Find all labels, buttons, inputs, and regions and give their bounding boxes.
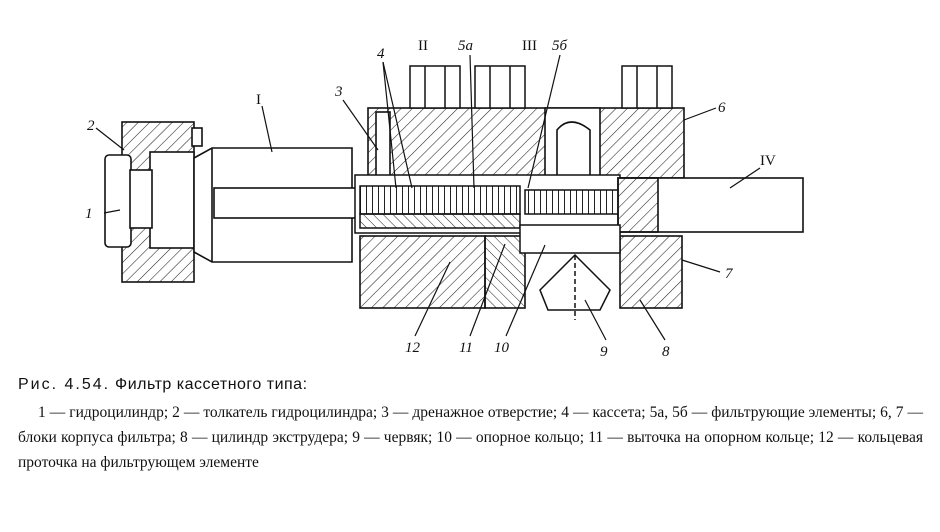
label-roman-IV: IV bbox=[760, 153, 776, 169]
support-ring bbox=[519, 224, 621, 254]
hydrocylinder-body bbox=[193, 147, 360, 263]
caption-title-line: Рис. 4.54. Фильтр кассетного типа: bbox=[18, 376, 923, 394]
label-1: 1 bbox=[85, 206, 93, 222]
filter-body-block-7 bbox=[359, 235, 683, 309]
label-10: 10 bbox=[494, 340, 510, 356]
label-6: 6 bbox=[718, 100, 726, 116]
rod-IV bbox=[617, 177, 804, 233]
bolts bbox=[409, 65, 673, 109]
screw-9 bbox=[539, 253, 611, 320]
figure-caption: Рис. 4.54. Фильтр кассетного типа: 1 — г… bbox=[18, 376, 923, 475]
label-roman-III: III bbox=[522, 38, 537, 54]
filter-body-block-6 bbox=[367, 107, 685, 179]
caption-prefix: Рис. 4.54. bbox=[18, 376, 111, 393]
label-5b: 5б bbox=[552, 38, 568, 54]
hydrocylinder-head bbox=[104, 121, 203, 283]
caption-title: Фильтр кассетного типа: bbox=[115, 376, 308, 393]
label-8: 8 bbox=[662, 344, 670, 360]
label-7: 7 bbox=[725, 266, 734, 282]
label-5a: 5а bbox=[458, 38, 473, 54]
label-roman-II: II bbox=[418, 38, 428, 54]
caption-body: 1 — гидроцилиндр; 2 — толкатель гидроцил… bbox=[18, 404, 923, 471]
label-11: 11 bbox=[459, 340, 473, 356]
label-12: 12 bbox=[405, 340, 421, 356]
cassette bbox=[354, 174, 621, 234]
label-roman-I: I bbox=[256, 92, 261, 108]
label-3: 3 bbox=[334, 84, 343, 100]
label-4: 4 bbox=[377, 46, 385, 62]
leader-lines bbox=[95, 54, 761, 341]
label-2: 2 bbox=[87, 118, 95, 134]
filter-drawing: 1 2 3 4 5а 5б 6 7 8 9 10 11 12 I II III … bbox=[85, 38, 804, 360]
label-9: 9 bbox=[600, 344, 608, 360]
